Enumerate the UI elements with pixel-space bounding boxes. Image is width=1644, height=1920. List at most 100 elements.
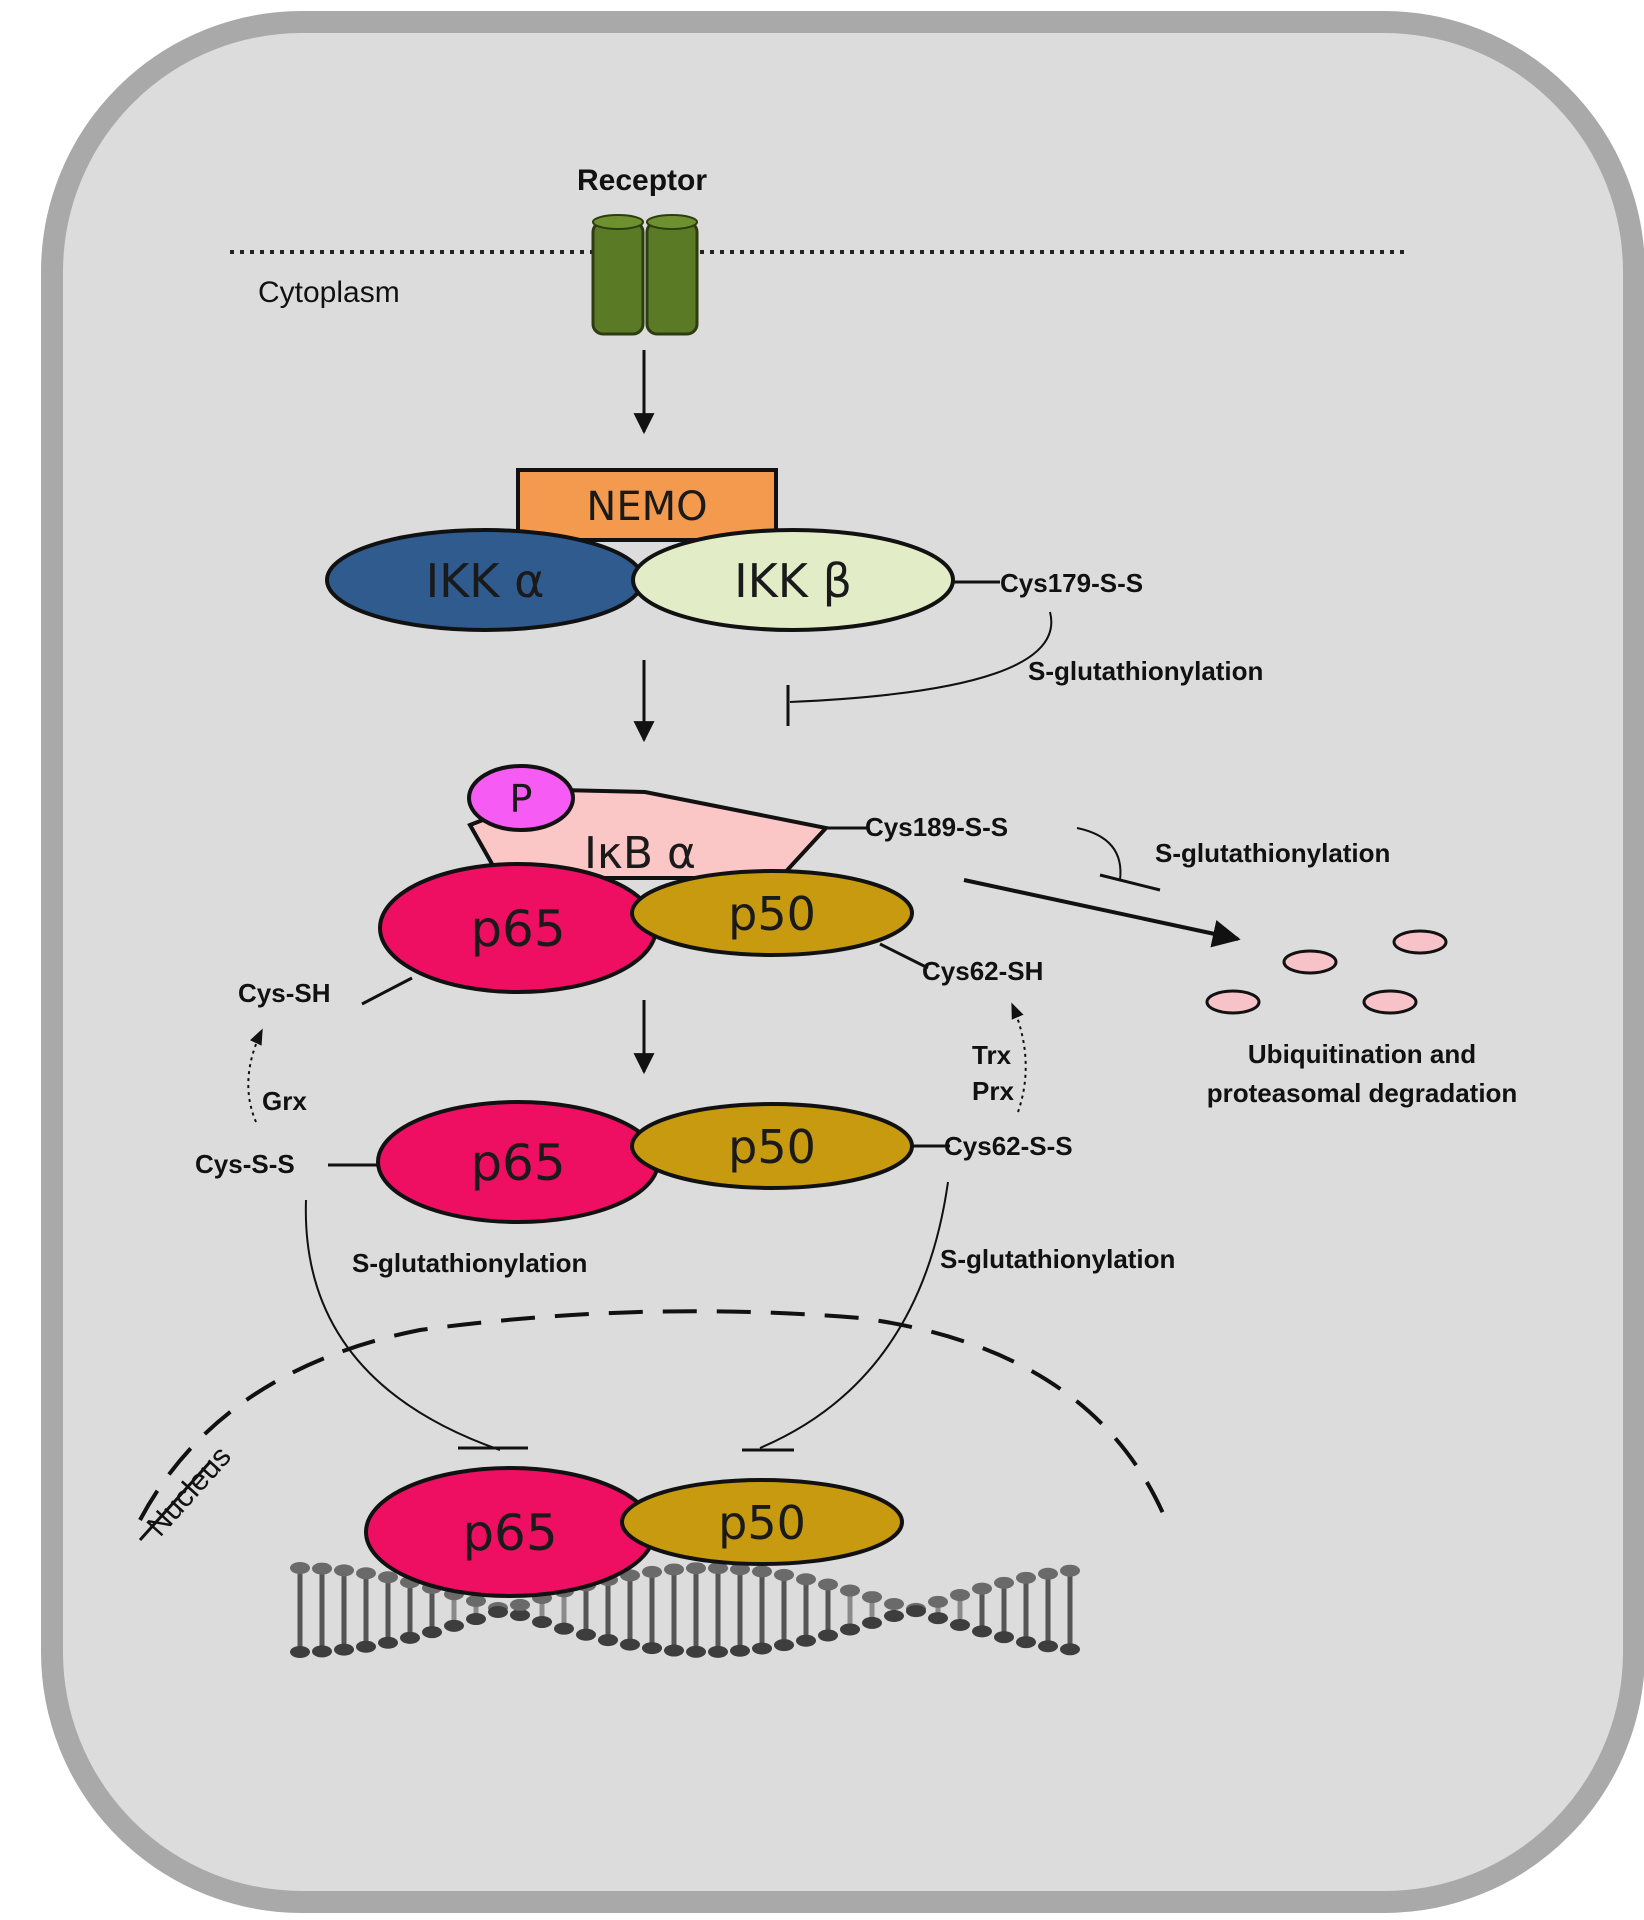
ikk-beta	[631, 528, 955, 632]
degradation-fragments	[1205, 929, 1448, 1015]
dna-backbone-node	[378, 1571, 398, 1584]
dna-backbone-node	[1016, 1571, 1036, 1584]
phosphate-label: P	[510, 777, 533, 821]
dna-backbone-node	[488, 1606, 508, 1619]
p65-label-c: p65	[462, 1504, 557, 1562]
p50-label-b: p50	[728, 1120, 816, 1174]
dna-backbone-node	[840, 1584, 860, 1597]
ikk-alpha-label: IKK α	[426, 554, 545, 608]
dna-backbone-node	[840, 1623, 860, 1636]
ikb-alpha-label: IκB α	[584, 828, 696, 879]
cys62-ss-label: Cys62-S-S	[944, 1131, 1073, 1161]
dna-backbone-node	[994, 1631, 1014, 1644]
dna-backbone-node	[972, 1582, 992, 1595]
dna-backbone-node	[994, 1576, 1014, 1589]
ubiquitination-label-1: Ubiquitination and	[1248, 1039, 1476, 1069]
dna-backbone-node	[356, 1567, 376, 1580]
dna-backbone-node	[664, 1563, 684, 1576]
dna-backbone-node	[334, 1643, 354, 1656]
dna-backbone-node	[466, 1613, 486, 1626]
dna-backbone-node	[334, 1564, 354, 1577]
sglut-label-2: S-glutathionylation	[1155, 838, 1390, 868]
dna-backbone-node	[576, 1628, 596, 1641]
arrow-to-degradation	[963, 878, 1241, 948]
receptor-label: Receptor	[577, 164, 707, 197]
trx-prx-reduction-arrow	[1011, 1002, 1027, 1113]
sglut-label-3: S-glutathionylation	[352, 1248, 587, 1278]
p50-complex-c	[620, 1478, 904, 1566]
dna-backbone-node	[752, 1642, 772, 1655]
dna-backbone-node	[884, 1609, 904, 1622]
p50-complex-a	[630, 869, 914, 957]
dna-backbone-node	[312, 1645, 332, 1658]
dna-backbone-node	[686, 1645, 706, 1658]
dna-backbone-node	[950, 1589, 970, 1602]
dna-backbone-node	[752, 1565, 772, 1578]
dna-backbone-node	[972, 1625, 992, 1638]
dna-backbone-node	[312, 1562, 332, 1575]
nemo-box	[516, 468, 778, 542]
p65-label-a: p65	[470, 900, 565, 958]
cys62-sh-label: Cys62-SH	[922, 956, 1043, 986]
dna-backbone-node	[1038, 1640, 1058, 1653]
dna-double-helix	[290, 1562, 1080, 1658]
dna-backbone-node	[862, 1591, 882, 1604]
dna-backbone-node	[1016, 1636, 1036, 1649]
dna-backbone-node	[928, 1612, 948, 1625]
dna-backbone-node	[796, 1634, 816, 1647]
inhibition-bar-ikb	[1099, 873, 1161, 892]
dna-backbone-node	[620, 1638, 640, 1651]
dna-backbone-node	[884, 1598, 904, 1611]
sglut-label-1: S-glutathionylation	[1028, 656, 1263, 686]
dna-backbone-node	[1038, 1567, 1058, 1580]
cell-membrane	[41, 11, 1644, 1913]
dna-backbone-node	[708, 1562, 728, 1575]
dna-backbone-node	[290, 1646, 310, 1658]
dna-backbone-node	[774, 1568, 794, 1581]
dna-backbone-node	[818, 1629, 838, 1642]
cys-sh-label: Cys-SH	[238, 978, 330, 1008]
dna-backbone-node	[356, 1640, 376, 1653]
p65-label-b: p65	[470, 1134, 565, 1192]
dna-backbone-node	[466, 1594, 486, 1607]
ubiquitination-label-2: proteasomal degradation	[1207, 1078, 1518, 1108]
dna-backbone-node	[554, 1622, 574, 1635]
cys-sh-link	[361, 976, 413, 1006]
dna-backbone-node	[642, 1642, 662, 1655]
dna-backbone-node	[642, 1565, 662, 1578]
cys-ss-label: Cys-S-S	[195, 1149, 295, 1179]
prx-label: Prx	[972, 1076, 1014, 1106]
dna-backbone-node	[950, 1618, 970, 1631]
dna-backbone-node	[1060, 1643, 1080, 1656]
dna-backbone-node	[290, 1562, 310, 1574]
nuclear-envelope	[138, 1309, 1172, 1531]
dna-backbone-node	[708, 1645, 728, 1658]
nemo-label: NEMO	[586, 484, 707, 530]
dna-backbone-node	[686, 1562, 706, 1575]
sglut-label-4: S-glutathionylation	[940, 1244, 1175, 1274]
dna-backbone-node	[796, 1573, 816, 1586]
dna-backbone-node	[532, 1616, 552, 1629]
cys62-sh-link	[879, 942, 929, 970]
cytoplasm-label: Cytoplasm	[258, 276, 400, 309]
dna-backbone-node	[1060, 1564, 1080, 1577]
dna-backbone-node	[510, 1598, 530, 1611]
dna-backbone-node	[510, 1609, 530, 1622]
inhibition-curve-nuclear-left	[304, 1199, 501, 1451]
grx-reduction-arrow	[247, 1028, 263, 1123]
dna-backbone-node	[422, 1626, 442, 1639]
dna-backbone-node	[906, 1605, 926, 1618]
receptor	[591, 214, 699, 336]
dna-backbone-node	[818, 1578, 838, 1591]
dna-backbone-node	[730, 1563, 750, 1576]
dna-backbone-node	[862, 1616, 882, 1629]
inhibition-curve-nuclear-right	[759, 1181, 949, 1449]
trx-label: Trx	[972, 1040, 1012, 1070]
cys189-label: Cys189-S-S	[865, 812, 1008, 842]
p50-label-a: p50	[728, 887, 816, 941]
nucleus-label-underline	[138, 1460, 212, 1542]
cys179-label: Cys179-S-S	[1000, 568, 1143, 598]
dna-backbone-node	[378, 1636, 398, 1649]
dna-backbone-node	[598, 1634, 618, 1647]
